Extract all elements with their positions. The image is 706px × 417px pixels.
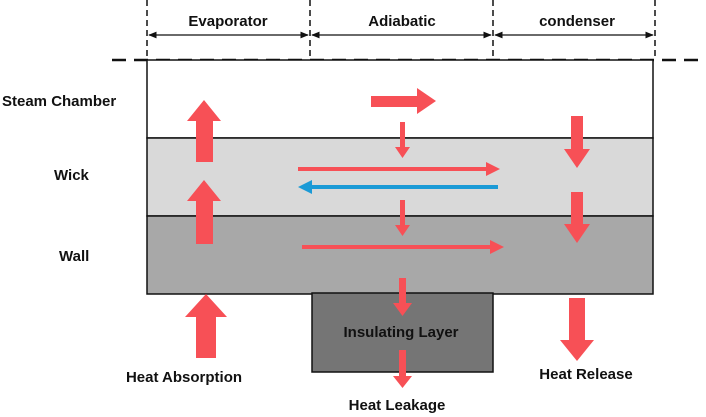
heat-leakage-arrow-lower (393, 350, 412, 388)
adiabatic-down-arrow-1 (395, 122, 410, 158)
evaporator-heat-arrows (185, 100, 227, 358)
heat-absorption-label: Heat Absorption (126, 369, 242, 386)
section-dividers (146, 0, 656, 60)
steam-down-arrow (564, 116, 590, 168)
heat-absorption-up-arrow (185, 294, 227, 358)
vapor-flow-arrow (371, 88, 436, 114)
condenser-heat-arrows (560, 116, 594, 361)
wall-up-arrow (187, 180, 221, 244)
condenser-label: condenser (539, 13, 615, 30)
heat-release-label: Heat Release (539, 366, 632, 383)
heat-leakage-arrow-upper (393, 278, 412, 316)
wick-down-arrow (564, 192, 590, 243)
wick-heat-flow-arrow (298, 162, 500, 176)
insulating-layer-label: Insulating Layer (343, 324, 458, 341)
wall-heat-flow-arrow (302, 240, 504, 254)
wall-label: Wall (59, 248, 89, 265)
wick-label: Wick (54, 167, 90, 184)
adiabatic-down-arrow-2 (395, 200, 410, 236)
heat-release-down-arrow (560, 298, 594, 361)
liquid-return-arrow (298, 180, 498, 194)
adiabatic-label: Adiabatic (368, 13, 436, 30)
wick-up-arrow (187, 100, 221, 162)
evaporator-label: Evaporator (188, 13, 267, 30)
adiabatic-down-arrows (393, 122, 412, 388)
heat-leakage-label: Heat Leakage (349, 397, 446, 414)
steam-chamber-label: Steam Chamber (2, 93, 116, 110)
